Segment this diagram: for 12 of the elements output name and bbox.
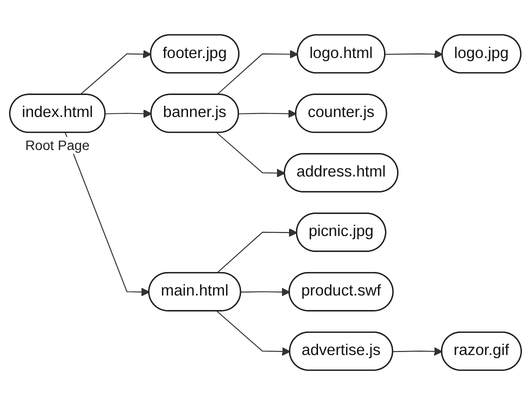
arrow	[216, 228, 298, 274]
arrow	[216, 50, 298, 96]
arrow	[64, 132, 150, 296]
arrow	[240, 288, 290, 296]
arrow	[80, 50, 152, 96]
arrow	[216, 310, 290, 356]
arrow	[216, 132, 286, 178]
arrow	[384, 50, 443, 58]
arrow	[238, 109, 297, 118]
arrow	[392, 347, 442, 356]
node-caption: Root Page	[25, 138, 90, 153]
arrow	[104, 109, 152, 118]
